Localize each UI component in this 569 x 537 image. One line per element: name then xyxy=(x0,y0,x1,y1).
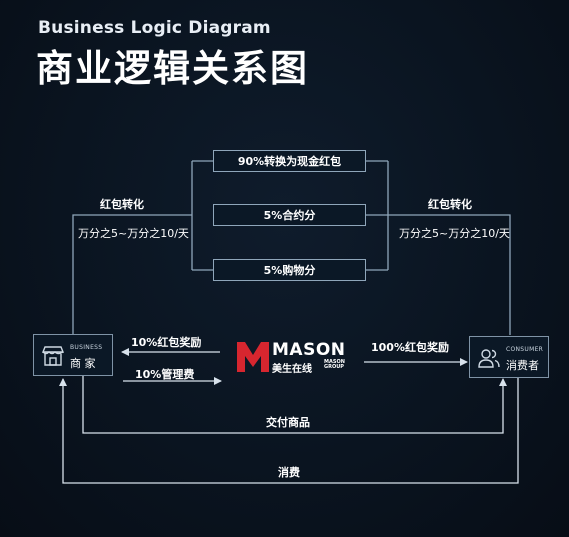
right-conversion-label: 红包转化 xyxy=(428,198,472,211)
consumer-label: 消费者 xyxy=(506,359,539,372)
box-shopping-points: 5%购物分 xyxy=(213,259,366,281)
flow-label-deliver: 交付商品 xyxy=(266,416,310,429)
merchant-node: BUSINESS 商 家 xyxy=(33,334,113,376)
logo-group-name: MASON GROUP xyxy=(324,359,345,370)
arrow-spend xyxy=(59,376,519,484)
flow-label-to-consumer: 100%红包奖励 xyxy=(371,341,449,354)
consumer-label-english: CONSUMER xyxy=(506,346,544,353)
right-conversion-rate: 万分之5~万分之10/天 xyxy=(399,227,510,240)
flow-label-to-platform: 10%管理费 xyxy=(135,368,195,381)
users-icon xyxy=(478,349,500,368)
diagram-title-chinese: 商业逻辑关系图 xyxy=(36,47,309,90)
logo-name: MASON xyxy=(272,340,346,360)
flow-label-to-merchant: 10%红包奖励 xyxy=(131,336,202,349)
right-top-connector xyxy=(388,214,511,335)
flow-label-spend: 消费 xyxy=(278,466,300,479)
logo-chinese-name: 美生在线 xyxy=(272,364,312,375)
left-conversion-label: 红包转化 xyxy=(100,198,144,211)
merchant-label-english: BUSINESS xyxy=(70,344,103,351)
mason-m-icon xyxy=(237,342,269,372)
box-cash-redpacket: 90%转换为现金红包 xyxy=(213,150,366,172)
merchant-label: 商 家 xyxy=(70,357,96,370)
storefront-icon xyxy=(41,346,65,366)
mason-logo: MASON 美生在线 MASON GROUP xyxy=(236,339,350,375)
left-top-connector xyxy=(72,214,192,335)
arrow-deliver-goods xyxy=(82,375,507,434)
left-conversion-rate: 万分之5~万分之10/天 xyxy=(78,227,189,240)
diagram-title-english: Business Logic Diagram xyxy=(38,18,271,38)
consumer-node: CONSUMER 消费者 xyxy=(469,336,549,378)
box-contract-points: 5%合约分 xyxy=(213,204,366,226)
